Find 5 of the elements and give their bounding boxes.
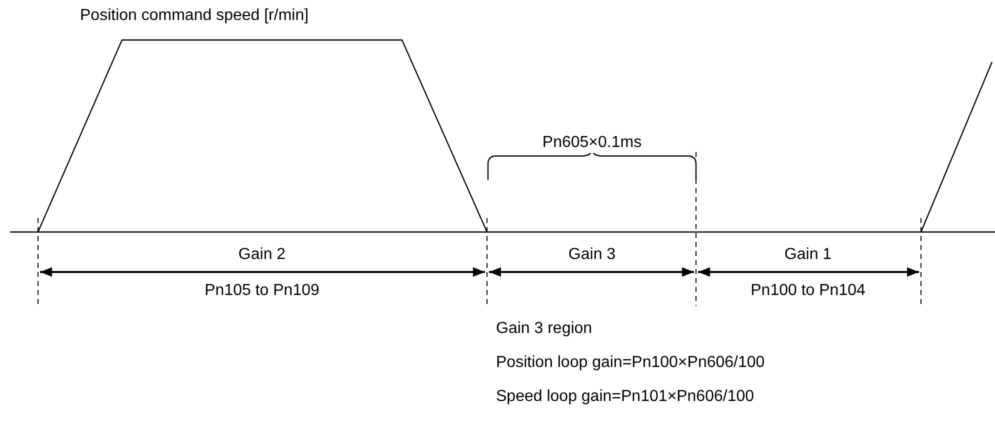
annotation-text: Gain 3 region <box>496 319 592 339</box>
annotation-text: Pn605×0.1ms <box>542 133 642 153</box>
annotation-text: Position loop gain=Pn100×Pn606/100 <box>496 353 765 373</box>
annotation-text: Speed loop gain=Pn101×Pn606/100 <box>496 387 754 407</box>
annotation-text: Position command speed [r/min] <box>80 6 309 26</box>
